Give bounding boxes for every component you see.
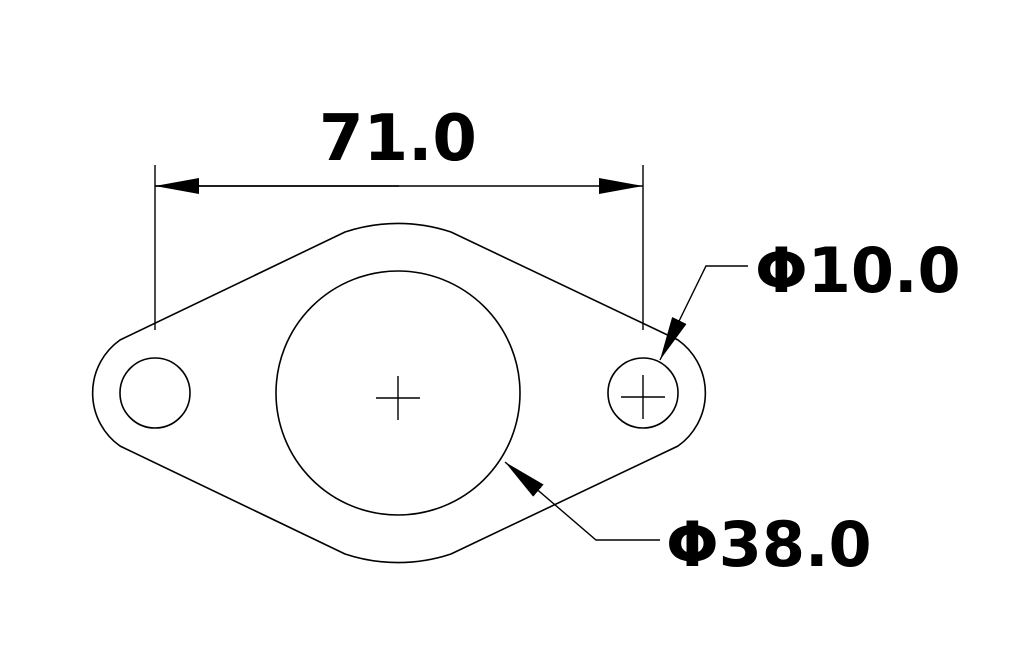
bore-center-mark — [376, 376, 420, 420]
center-distance-label: 71.0 — [319, 102, 477, 176]
flange-outline — [91, 222, 707, 564]
right-bolt-hole — [607, 357, 679, 429]
right-hole-center-mark — [621, 375, 665, 419]
bore-diameter-label: Φ38.0 — [666, 508, 872, 581]
center-distance-dimension — [154, 165, 644, 330]
bolt-hole-leader — [659, 265, 748, 361]
bore-circle — [275, 270, 521, 516]
left-bolt-hole — [119, 357, 191, 429]
bolt-hole-diameter-label: Φ10.0 — [755, 234, 961, 307]
bore-leader — [504, 461, 660, 541]
